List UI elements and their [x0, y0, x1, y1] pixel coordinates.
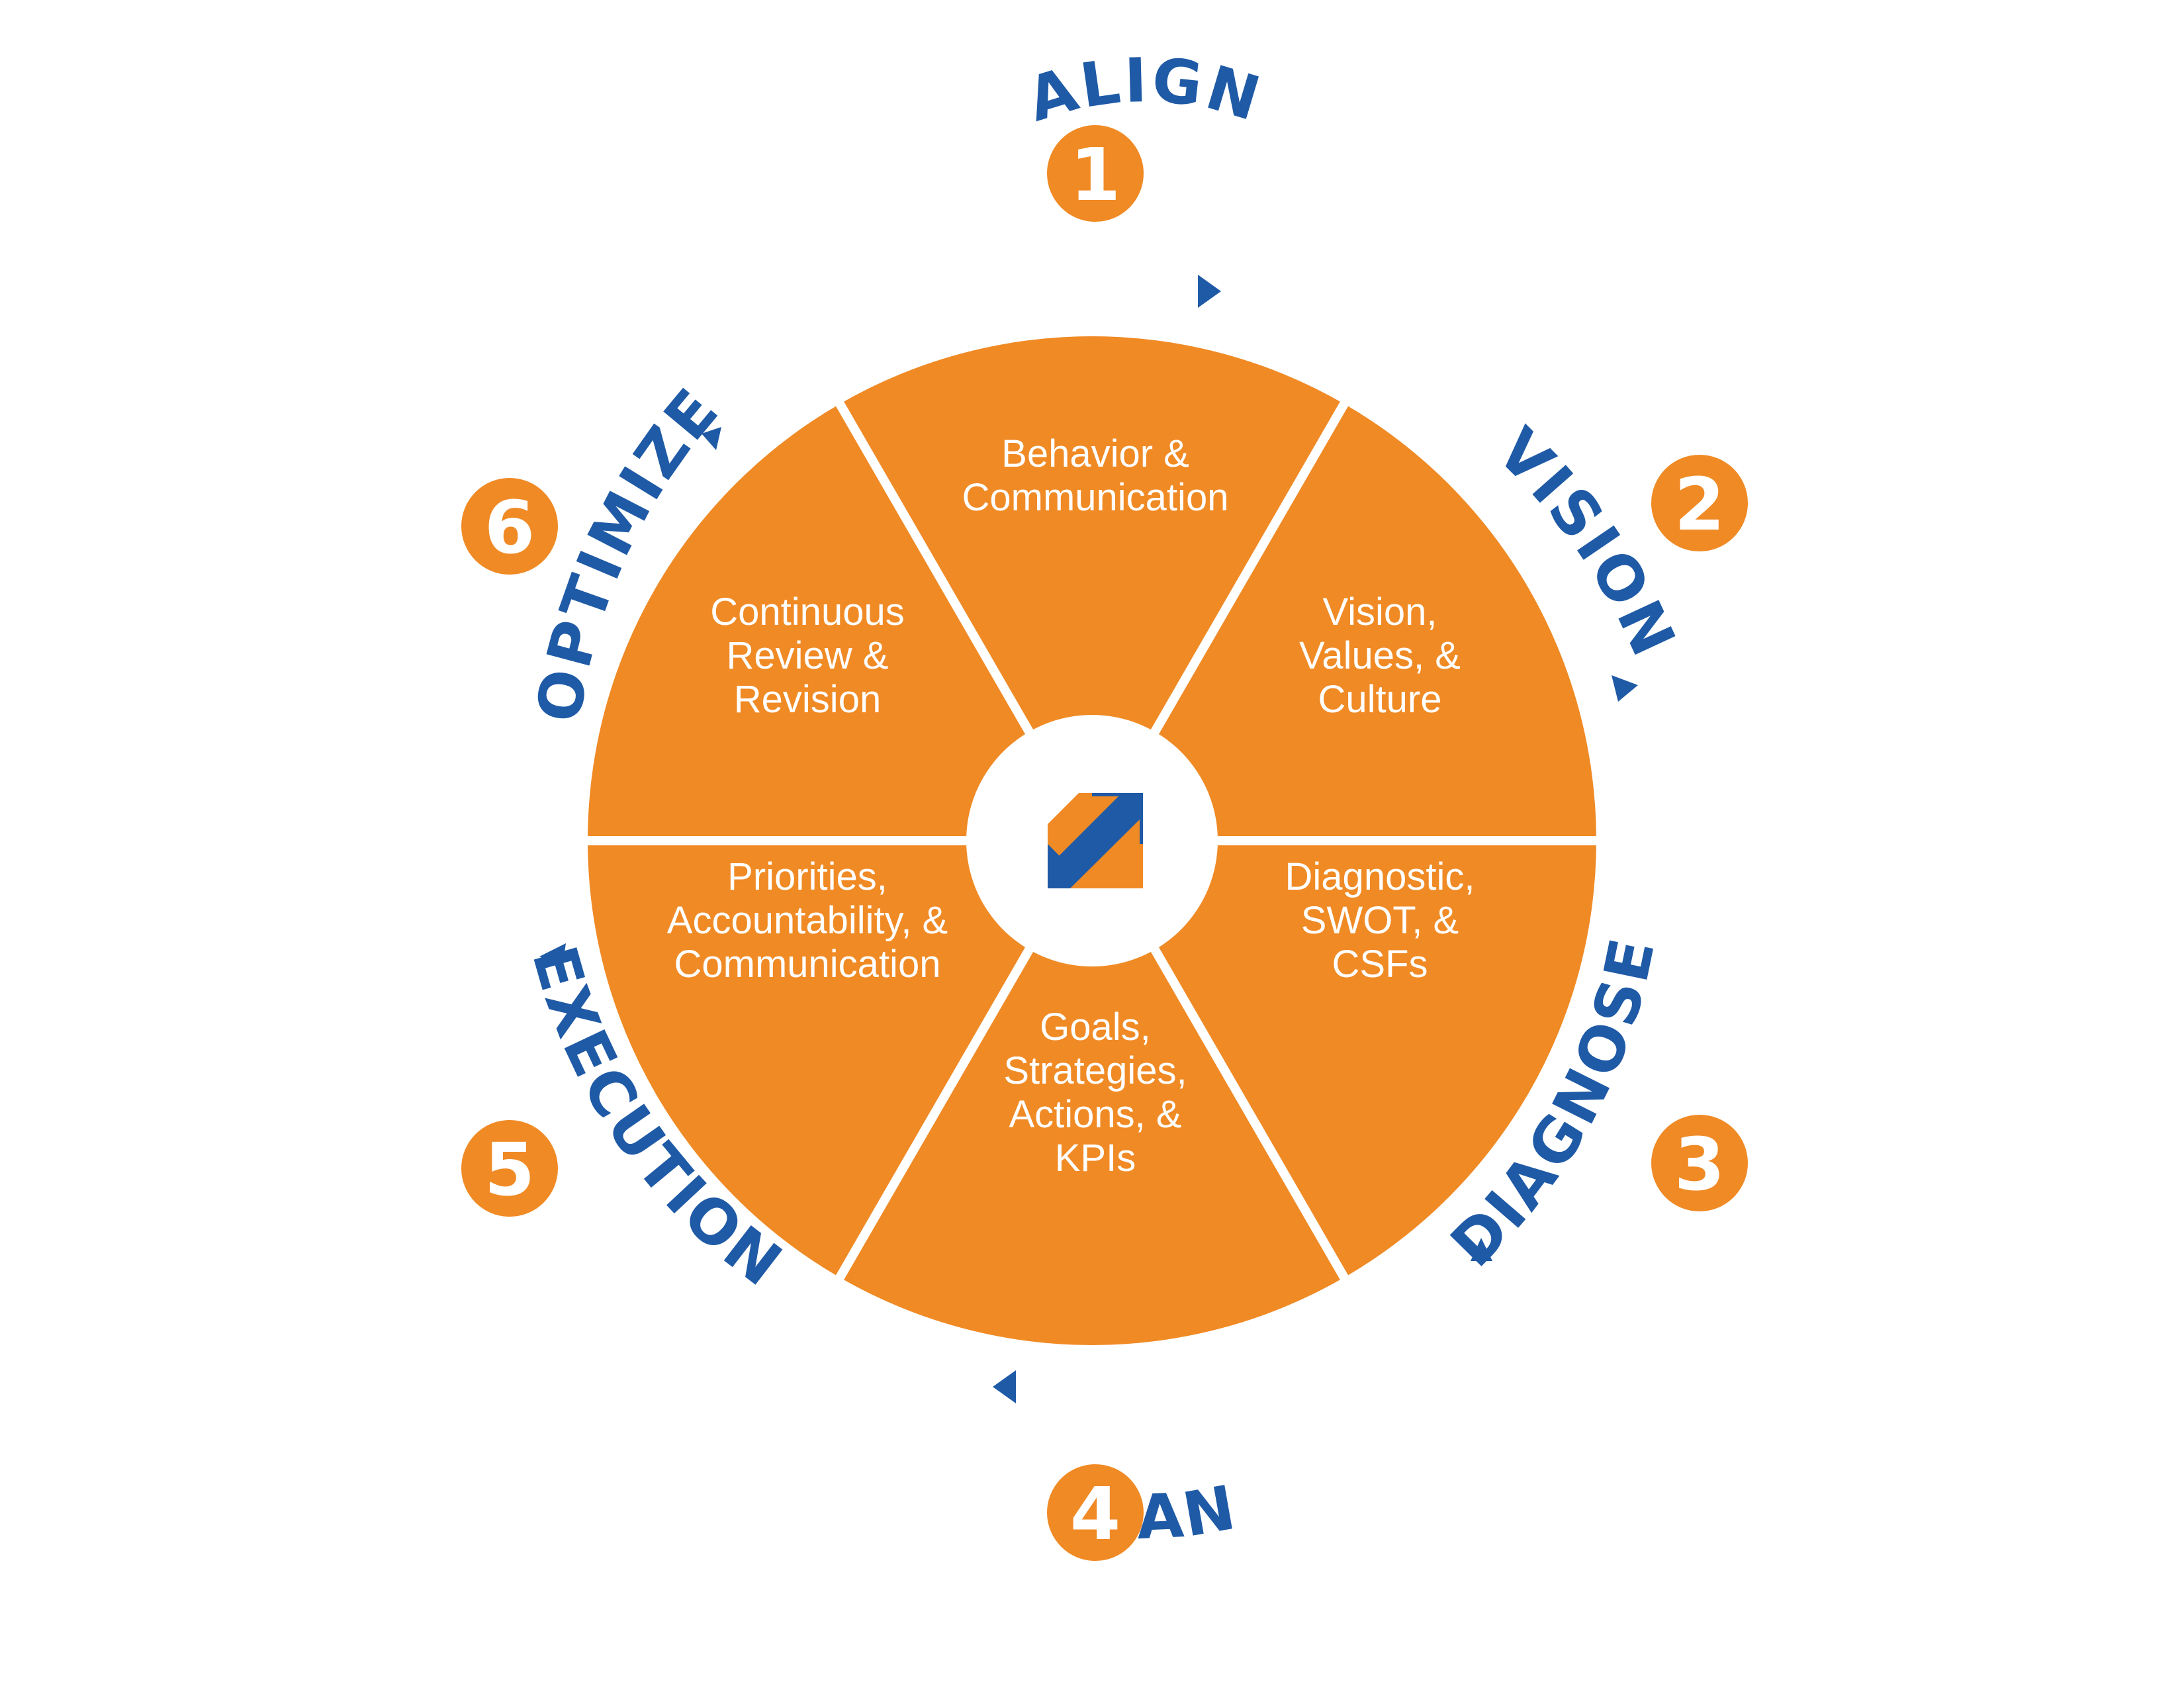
segment-diagnose-line: SWOT, & — [1301, 899, 1459, 942]
segment-diagnose-line: Diagnostic, — [1285, 855, 1475, 898]
number-badge-4 — [1047, 1464, 1144, 1561]
number-3-text: 3 — [1674, 1122, 1725, 1207]
arrow-up-right-logo-icon — [1048, 793, 1143, 888]
segment-vision-line: Culture — [1318, 678, 1442, 721]
arrow-align-icon — [1198, 275, 1221, 308]
segment-plan-line: KPIs — [1055, 1137, 1136, 1180]
number-badge-3 — [1651, 1115, 1748, 1211]
segment-align-line: Communication — [962, 476, 1229, 519]
segment-optimize-line: Revision — [734, 678, 881, 721]
arrow-optimize-icon — [702, 427, 721, 450]
segment-diagnose-line: CSFs — [1332, 943, 1428, 986]
stage-label-align: ALIGN — [1019, 44, 1270, 136]
segment-execution-line: Communication — [674, 943, 941, 986]
segment-vision-line: Vision, — [1322, 590, 1437, 633]
segment-optimize-line: Review & — [727, 634, 889, 677]
segment-plan-line: Goals, — [1040, 1006, 1151, 1049]
number-4-text: 4 — [1070, 1472, 1121, 1556]
segment-execution-line: Accountability, & — [667, 899, 948, 942]
number-2-text: 2 — [1674, 462, 1725, 547]
number-badge-6 — [461, 478, 558, 575]
arrow-execution-icon — [539, 943, 566, 966]
number-badge-5 — [461, 1120, 558, 1217]
wheel-segment-plan — [840, 841, 1344, 1345]
wheel-segment-vision — [1092, 404, 1596, 841]
wheel-segment-execution — [588, 841, 1092, 1278]
number-5-text: 5 — [484, 1127, 535, 1212]
wheel-segment-optimize — [588, 404, 1092, 841]
number-1-text: 1 — [1070, 132, 1121, 217]
segment-vision-line: Values, & — [1299, 634, 1461, 677]
stage-numbers: 1 2 3 4 5 6 — [461, 125, 1748, 1561]
arrow-vision-icon — [1612, 675, 1638, 702]
segment-align-line: Behavior & — [1001, 432, 1189, 475]
segment-plan-line: Actions, & — [1009, 1093, 1181, 1136]
wheel-segment-diagnose — [1092, 841, 1596, 1278]
wheel-segments — [588, 336, 1596, 1345]
segment-execution-line: Priorities, — [727, 855, 887, 898]
segment-plan-line: Strategies, — [1003, 1049, 1187, 1092]
segment-optimize-line: Continuous — [710, 590, 904, 633]
number-badge-1 — [1047, 125, 1144, 222]
number-badge-2 — [1651, 455, 1748, 551]
arrow-plan-icon — [993, 1370, 1016, 1403]
arrow-diagnose-icon — [1471, 1238, 1492, 1261]
wheel-segment-align — [840, 336, 1344, 841]
number-6-text: 6 — [484, 485, 535, 570]
direction-arrows — [539, 275, 1638, 1403]
